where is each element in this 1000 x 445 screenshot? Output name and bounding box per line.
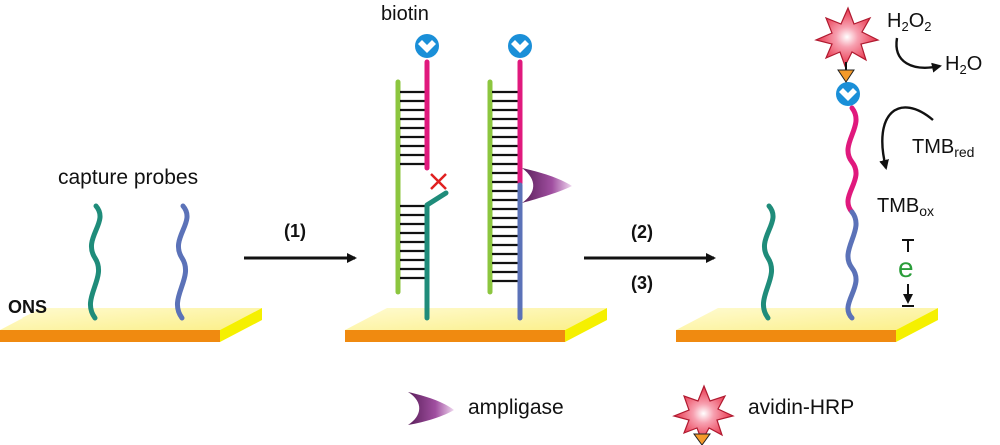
biotin-icon-2 <box>508 34 532 58</box>
capture-probe-teal <box>87 203 103 321</box>
base-pairs-upper <box>400 90 425 166</box>
tmb-reaction-arrow <box>879 106 934 170</box>
capture-probes-label: capture probes <box>58 166 198 189</box>
panel-2: biotin <box>345 3 607 342</box>
legend-avidin-hrp-label: avidin-HRP <box>748 396 854 419</box>
capture-probe-blue <box>174 203 190 321</box>
h2o-label: H2O <box>945 53 982 77</box>
substrate-1 <box>0 308 262 342</box>
mismatch-cross-icon <box>430 173 447 190</box>
substrate-2 <box>345 308 607 342</box>
biotin-icon <box>415 34 439 58</box>
panel-3: H2O2 H2O TMBred TMBox e <box>676 6 982 342</box>
avidin-hrp-icon <box>814 6 880 83</box>
step-2-3-arrow: (2) (3) <box>584 222 716 293</box>
panel-1: capture probes ONS <box>0 166 262 342</box>
step-1-arrow: (1) <box>244 221 357 263</box>
h2o2-reaction-arrow <box>895 37 942 73</box>
ons-label: ONS <box>8 297 47 317</box>
electron-label: e <box>898 252 914 283</box>
base-pairs-full <box>492 90 518 283</box>
ampligase-icon <box>522 168 572 203</box>
legend-ampligase-label: ampligase <box>468 396 564 419</box>
tmb-ox-label: TMBox <box>877 195 934 219</box>
h2o2-label: H2O2 <box>887 10 931 34</box>
ligated-probe-magenta <box>845 105 859 215</box>
step-2-label: (2) <box>631 222 653 242</box>
substrate-front <box>0 330 220 342</box>
ligated-probe-blue <box>845 209 859 321</box>
legend-ampligase-icon <box>408 392 454 425</box>
step-3-label: (3) <box>631 273 653 293</box>
biotin-icon-3 <box>836 82 860 106</box>
step-1-label: (1) <box>284 221 306 241</box>
duplex-matched <box>487 34 572 321</box>
electron-transfer-indicator: e <box>898 239 914 307</box>
legend-avidin-hrp-icon <box>672 384 735 445</box>
substrate-side <box>220 308 262 342</box>
duplex-mismatch <box>395 34 449 321</box>
capture-probe-bent <box>424 190 449 321</box>
substrate-top <box>0 308 262 330</box>
capture-probe-teal-3 <box>760 203 776 321</box>
base-pairs-lower <box>400 204 425 280</box>
biotin-label: biotin <box>381 3 429 25</box>
substrate-3 <box>676 308 938 342</box>
legend: ampligase avidin-HRP <box>408 384 854 445</box>
tmb-red-label: TMBred <box>912 136 974 160</box>
